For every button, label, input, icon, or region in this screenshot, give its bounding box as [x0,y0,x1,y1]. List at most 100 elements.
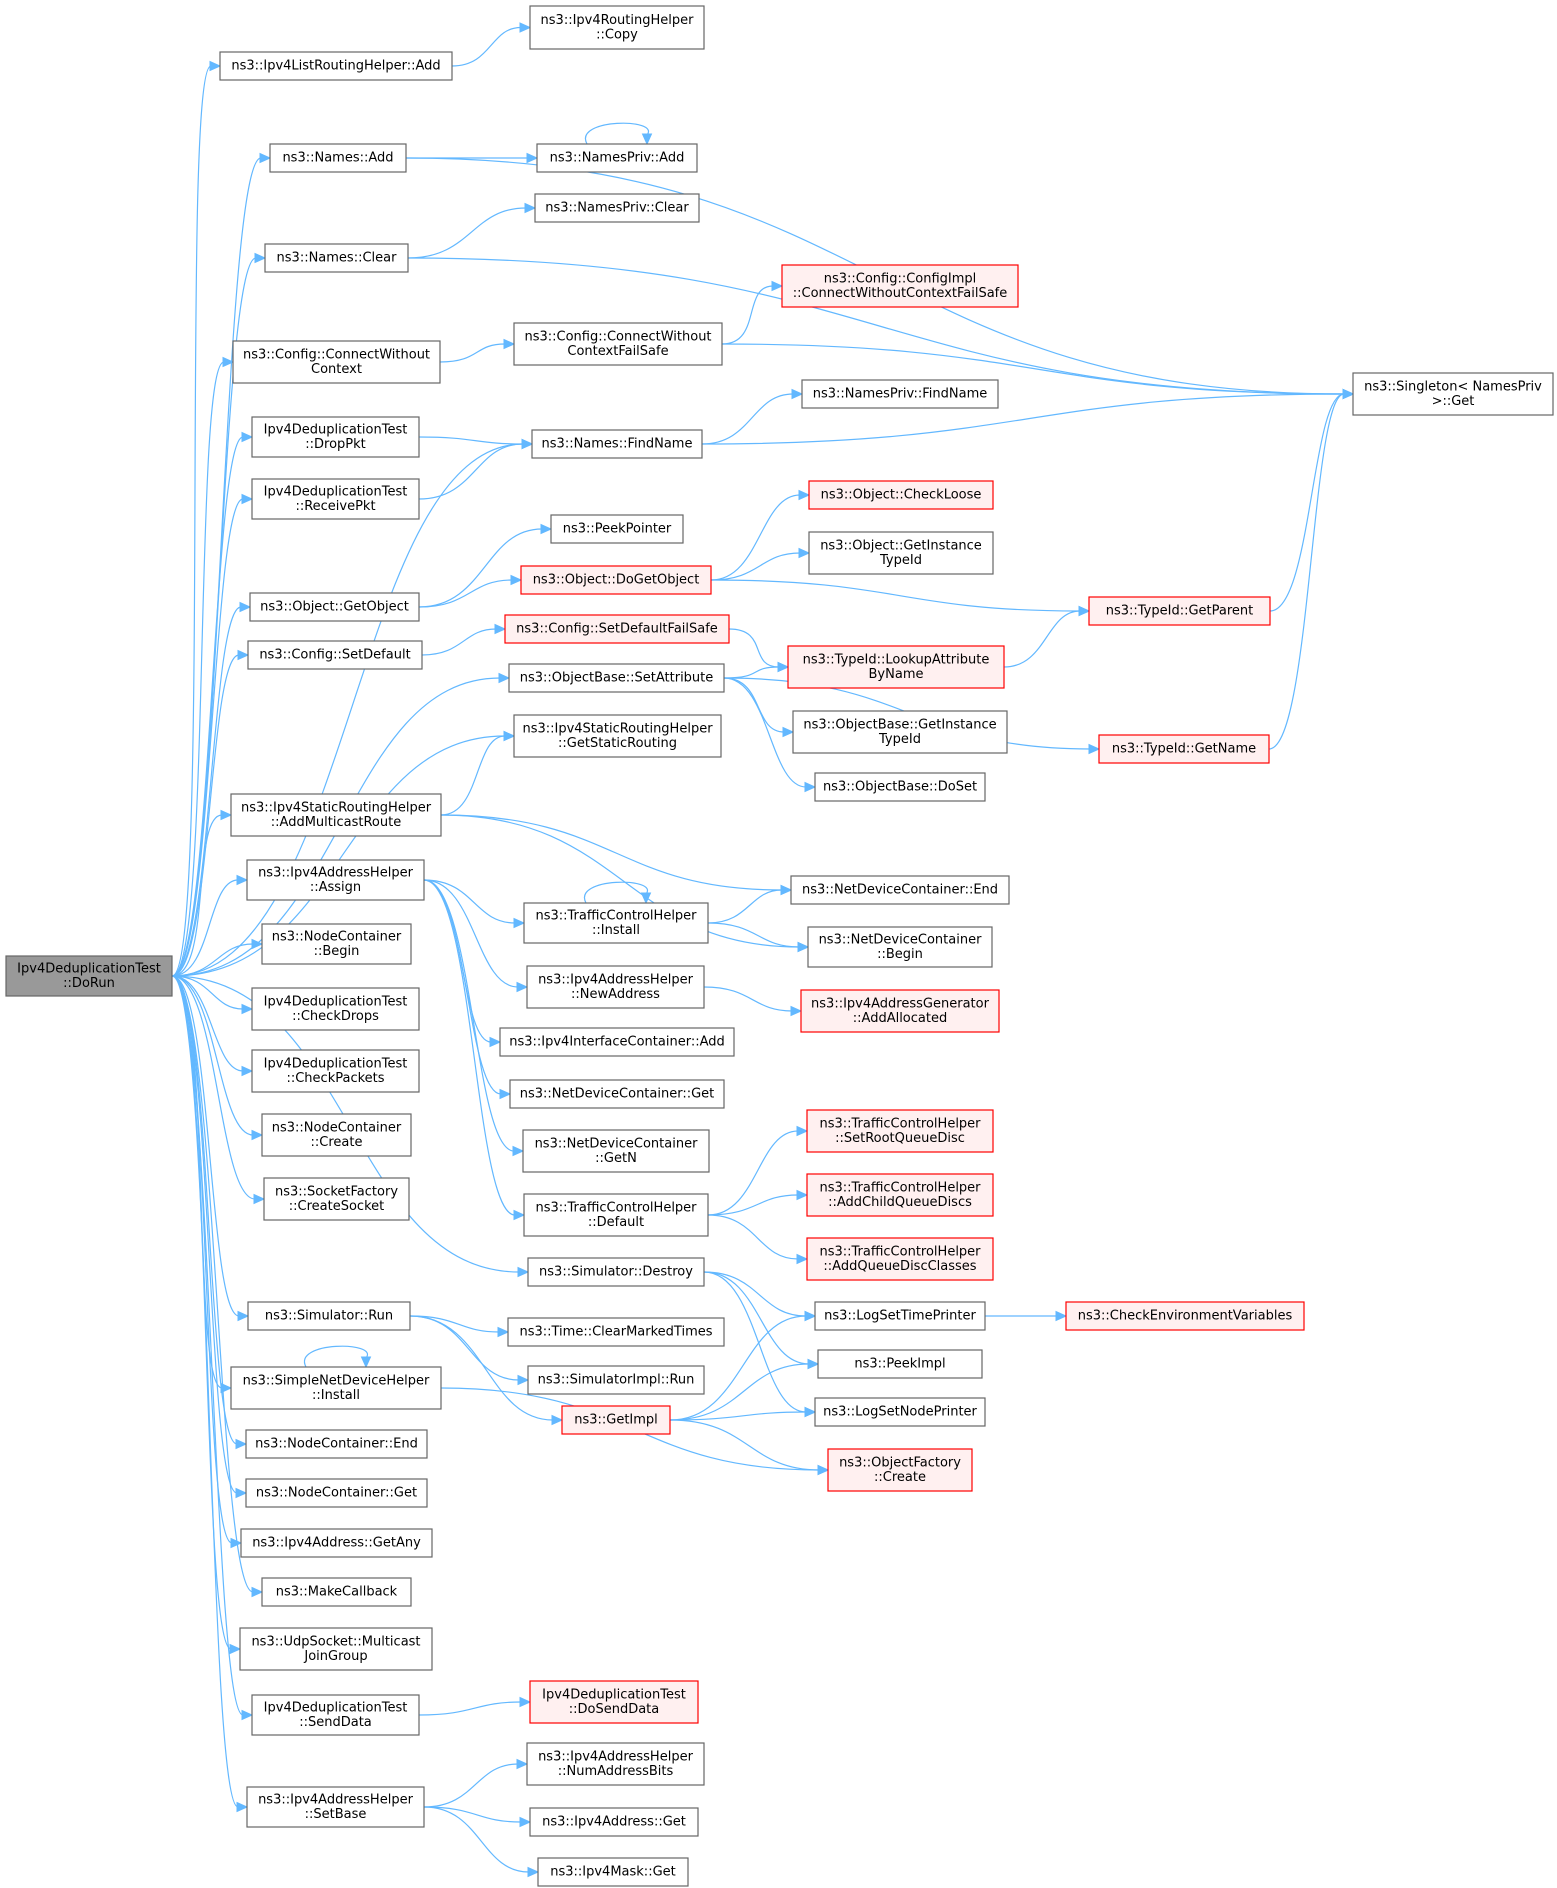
node-addMcastRoute[interactable]: ns3::Ipv4StaticRoutingHelper::AddMultica… [230,793,442,837]
node-sendData[interactable]: Ipv4DeduplicationTest::SendData [251,1694,420,1736]
node-connectWC[interactable]: ns3::Config::ConnectWithoutContext [232,340,441,384]
node-checkPackets[interactable]: Ipv4DeduplicationTest::CheckPackets [251,1049,420,1093]
node-makeCallback[interactable]: ns3::MakeCallback [261,1577,412,1607]
node-getObject[interactable]: ns3::Object::GetObject [249,592,420,622]
call-edge-namesClear-to-namesPrivClear [407,202,537,259]
node-label-line: ns3::Ipv4AddressHelper [258,1792,414,1807]
node-setBase[interactable]: ns3::Ipv4AddressHelper::SetBase [246,1786,425,1828]
node-getAny[interactable]: ns3::Ipv4Address::GetAny [240,1528,433,1558]
node-doSendData[interactable]: Ipv4DeduplicationTest::DoSendData [529,1680,699,1724]
node-label-line: ::Install [592,923,640,938]
node-clearMarked[interactable]: ns3::Time::ClearMarkedTimes [507,1317,725,1347]
node-setDefaultFS[interactable]: ns3::Config::SetDefaultFailSafe [504,614,730,644]
node-ndcBegin[interactable]: ns3::NetDeviceContainer::Begin [807,926,993,968]
node-doGetObject[interactable]: ns3::Object::DoGetObject [520,565,712,595]
node-box [523,902,709,944]
node-simImplRun[interactable]: ns3::SimulatorImpl::Run [527,1365,705,1395]
node-checkEnv[interactable]: ns3::CheckEnvironmentVariables [1065,1301,1305,1331]
node-numAddrBits[interactable]: ns3::Ipv4AddressHelper::NumAddressBits [526,1742,705,1786]
node-root[interactable]: Ipv4DeduplicationTest::DoRun [5,955,173,997]
node-box [509,1079,725,1109]
node-peekPointer[interactable]: ns3::PeekPointer [550,514,684,544]
node-ipv4MaskGet[interactable]: ns3::Ipv4Mask::Get [537,1857,689,1887]
node-ipv4AddrGet[interactable]: ns3::Ipv4Address::Get [529,1807,699,1837]
call-edge-listAdd-to-routCopy [451,22,532,67]
node-simRun[interactable]: ns3::Simulator::Run [247,1301,411,1331]
node-label-line: ::AddChildQueueDiscs [828,1195,972,1210]
node-peekImpl[interactable]: ns3::PeekImpl [817,1349,983,1379]
node-namesFind[interactable]: ns3::Names::FindName [531,429,703,459]
node-label-line: ns3::Ipv4Address::GetAny [252,1536,421,1551]
call-edge-getObject-to-doGetObject [418,574,523,608]
node-routCopy[interactable]: ns3::Ipv4RoutingHelper::Copy [529,5,705,50]
node-ncGet[interactable]: ns3::NodeContainer::Get [245,1478,428,1508]
call-edge-logTime-to-checkEnv [985,1310,1068,1322]
node-checkDrops[interactable]: Ipv4DeduplicationTest::CheckDrops [251,987,420,1031]
node-setRootQD[interactable]: ns3::TrafficControlHelper::SetRootQueueD… [806,1109,994,1153]
call-edge-setAttribute-to-doSet [723,677,817,793]
node-label-line: ns3::Object::GetInstance [820,538,982,553]
node-logNode[interactable]: ns3::LogSetNodePrinter [814,1397,986,1427]
node-dropPkt[interactable]: Ipv4DeduplicationTest::DropPkt [251,416,420,458]
node-label-line: ns3::NamesPriv::FindName [813,387,987,402]
node-ncBegin[interactable]: ns3::NodeContainer::Begin [261,923,412,965]
node-addAllocated[interactable]: ns3::Ipv4AddressGenerator::AddAllocated [800,989,1000,1033]
node-receivePkt[interactable]: Ipv4DeduplicationTest::ReceivePkt [251,478,420,520]
node-getStaticRouting[interactable]: ns3::Ipv4StaticRoutingHelper::GetStaticR… [513,714,722,758]
node-label-line: ::SendData [299,1715,372,1730]
node-assign[interactable]: ns3::Ipv4AddressHelper::Assign [246,859,425,901]
node-checkLoose[interactable]: ns3::Object::CheckLoose [808,480,994,510]
node-simDestroy[interactable]: ns3::Simulator::Destroy [527,1257,705,1287]
node-label-line: ns3::SimpleNetDeviceHelper [243,1373,430,1388]
call-edge-root-to-ncCreate [171,975,264,1141]
node-namesClear[interactable]: ns3::Names::Clear [264,243,409,273]
node-addChildQD[interactable]: ns3::TrafficControlHelper::AddChildQueue… [806,1173,994,1217]
node-ncCreate[interactable]: ns3::NodeContainer::Create [261,1113,412,1157]
node-namesPrivClear[interactable]: ns3::NamesPriv::Clear [534,193,700,223]
node-createSocket[interactable]: ns3::SocketFactory::CreateSocket [263,1177,410,1221]
node-configImpl[interactable]: ns3::Config::ConfigImpl::ConnectWithoutC… [781,264,1019,308]
node-box [529,5,705,50]
node-setAttribute[interactable]: ns3::ObjectBase::SetAttribute [508,663,725,693]
node-listAdd[interactable]: ns3::Ipv4ListRoutingHelper::Add [219,51,453,81]
node-logTime[interactable]: ns3::LogSetTimePrinter [814,1301,986,1331]
node-namesPrivFind[interactable]: ns3::NamesPriv::FindName [801,379,999,409]
node-setDefault[interactable]: ns3::Config::SetDefault [247,640,423,670]
node-getParent[interactable]: ns3::TypeId::GetParent [1088,596,1271,626]
node-ncEnd[interactable]: ns3::NodeContainer::End [245,1429,428,1459]
node-newAddress[interactable]: ns3::Ipv4AddressHelper::NewAddress [526,965,705,1009]
node-ndcEnd[interactable]: ns3::NetDeviceContainer::End [790,875,1010,905]
call-edge-tchInstall-to-ndcEnd [707,884,793,924]
call-edge-lookupAttr-to-getParent [1003,605,1091,668]
call-edge-connectWC-to-connectWCFS [439,338,516,363]
node-doSet[interactable]: ns3::ObjectBase::DoSet [814,772,986,802]
node-label-line: ::CheckPackets [286,1071,384,1086]
node-label-line: Ipv4DeduplicationTest [264,422,408,437]
node-label-line: ::Default [588,1215,644,1230]
node-box [261,1577,412,1607]
node-objFactCreate[interactable]: ns3::ObjectFactory::Create [827,1448,973,1492]
node-getImpl[interactable]: ns3::GetImpl [561,1405,671,1435]
node-getName[interactable]: ns3::TypeId::GetName [1098,734,1270,764]
node-singleton[interactable]: ns3::Singleton< NamesPriv>::Get [1352,372,1554,416]
node-ndcGetN[interactable]: ns3::NetDeviceContainer::GetN [522,1129,710,1173]
node-ifcAdd[interactable]: ns3::Ipv4InterfaceContainer::Add [499,1027,735,1057]
call-edge-setBase-to-ipv4MaskGet [423,1806,540,1878]
node-sndhInstall[interactable]: ns3::SimpleNetDeviceHelper::Install [230,1366,442,1410]
node-box [529,1680,699,1724]
node-box [232,340,441,384]
call-edge-doGetObject-to-objGetInstTypeId [710,547,811,581]
node-label-line: TypeId [879,553,922,568]
node-tchDefault[interactable]: ns3::TrafficControlHelper::Default [523,1193,709,1237]
node-ndcGet[interactable]: ns3::NetDeviceContainer::Get [509,1079,725,1109]
node-namesAdd[interactable]: ns3::Names::Add [269,143,407,173]
node-tchInstall[interactable]: ns3::TrafficControlHelper::Install [523,902,709,944]
node-addQDClasses[interactable]: ns3::TrafficControlHelper::AddQueueDiscC… [806,1237,994,1281]
node-namesPrivAdd[interactable]: ns3::NamesPriv::Add [536,143,698,173]
node-label-line: ::DoSendData [569,1702,660,1717]
node-connectWCFS[interactable]: ns3::Config::ConnectWithoutContextFailSa… [513,322,723,366]
